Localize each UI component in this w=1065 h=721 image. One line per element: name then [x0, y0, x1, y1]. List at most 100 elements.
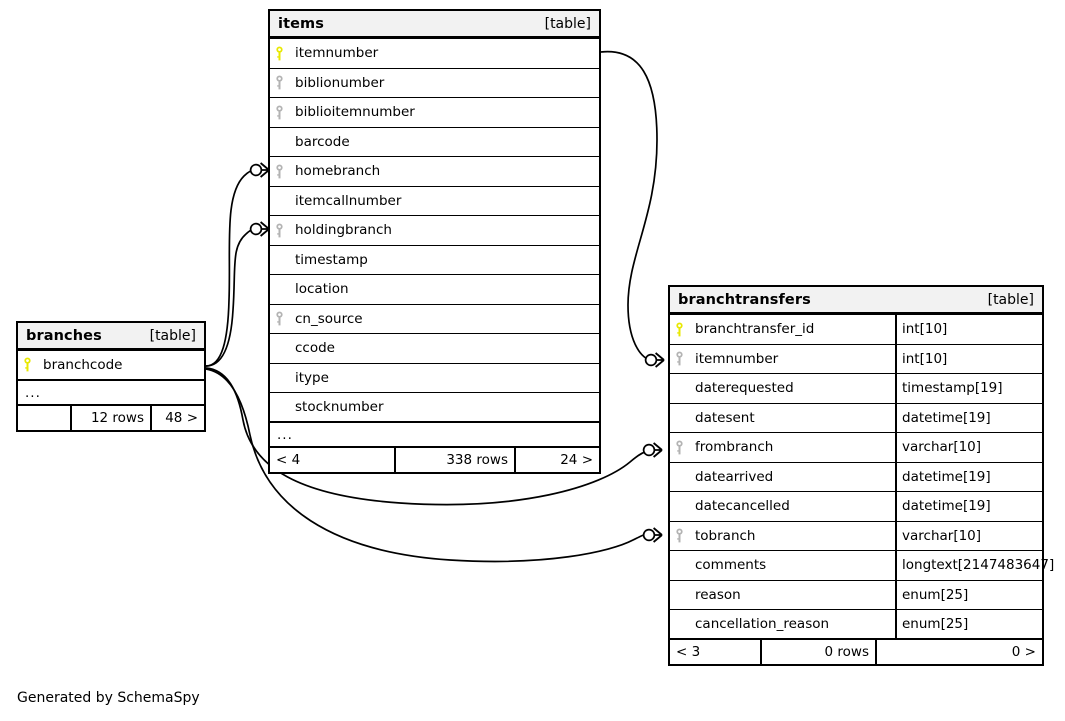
table-row[interactable]: biblioitemnumber — [270, 98, 599, 128]
column-type: varchar[10] — [895, 433, 1042, 462]
column-cell: itemnumber — [295, 45, 379, 62]
table-branchtransfers-footer: < 3 0 rows 0 > — [670, 639, 1042, 664]
column-type: int[10] — [895, 344, 1042, 373]
column-cell: itemnumber — [695, 350, 779, 367]
footer-row-count: 338 rows — [394, 447, 514, 472]
table-row[interactable]: reason enum[25] — [670, 580, 1042, 610]
table-branchtransfers-tag: [table] — [987, 291, 1034, 308]
table-row[interactable]: daterequested timestamp[19] — [670, 374, 1042, 404]
edge-branches-branchcode-to-items-homebranch — [205, 169, 256, 367]
column-cell: cancellation_reason — [695, 615, 830, 632]
key-icon-none — [270, 187, 288, 216]
key-icon-none — [670, 581, 688, 610]
table-row[interactable]: holdingbranch — [270, 216, 599, 246]
table-items-header: items [table] — [270, 11, 599, 39]
column-cell: stocknumber — [295, 398, 384, 415]
table-row[interactable]: tobranch varchar[10] — [670, 521, 1042, 551]
key-icon-none — [670, 404, 688, 433]
table-row[interactable]: datesent datetime[19] — [670, 403, 1042, 433]
table-row[interactable]: itemcallnumber — [270, 187, 599, 216]
table-row[interactable]: frombranch varchar[10] — [670, 433, 1042, 463]
key-icon-none — [670, 551, 688, 580]
column-cell: comments — [695, 557, 767, 574]
table-row[interactable]: stocknumber — [270, 393, 599, 423]
key-icon-foreign — [270, 98, 288, 127]
key-icon-foreign — [670, 522, 688, 551]
table-items-footer: < 4 338 rows 24 > — [270, 447, 599, 472]
table-branches-header: branches [table] — [18, 323, 204, 351]
edge-branches-branchcode-to-items-holdingbranch — [205, 228, 257, 367]
edge-items-itemnumber-to-branchtransfers-itemnumber — [600, 50, 658, 361]
column-type: varchar[10] — [895, 521, 1042, 550]
key-icon-foreign — [270, 216, 288, 245]
column-type: int[10] — [895, 315, 1042, 344]
column-cell: frombranch — [695, 439, 774, 456]
table-items[interactable]: items [table] itemnumber biblionumber bi… — [268, 9, 601, 474]
column-type: datetime[19] — [895, 403, 1042, 432]
table-row[interactable]: ccode — [270, 334, 599, 364]
table-branches-title: branches — [26, 327, 102, 344]
table-branchtransfers[interactable]: branchtransfers [table] branchtransfer_i… — [668, 285, 1054, 666]
key-icon-foreign — [270, 305, 288, 334]
key-icon-primary — [270, 39, 288, 68]
key-icon-none — [270, 275, 288, 304]
table-branches[interactable]: branches [table] branchcode ... 12 rows … — [16, 321, 206, 432]
key-icon-none — [270, 364, 288, 393]
column-cell: biblioitemnumber — [295, 104, 415, 121]
key-icon-none — [670, 610, 688, 638]
column-cell: branchtransfer_id — [695, 321, 815, 338]
footer-prev-link[interactable]: < 3 — [676, 643, 701, 660]
table-row[interactable]: timestamp — [270, 246, 599, 275]
column-cell: tobranch — [695, 527, 756, 544]
column-cell: cn_source — [295, 310, 363, 327]
table-row[interactable]: branchtransfer_id int[10] — [670, 315, 1042, 345]
table-row[interactable]: homebranch — [270, 157, 599, 187]
key-icon-foreign — [270, 157, 288, 186]
table-branchtransfers-title: branchtransfers — [678, 291, 811, 308]
key-icon-foreign — [270, 69, 288, 98]
key-icon-primary — [670, 315, 688, 344]
diagram-caption: Generated by SchemaSpy — [17, 690, 200, 706]
table-row[interactable]: biblionumber — [270, 69, 599, 98]
footer-prev-link[interactable]: < 4 — [276, 451, 301, 468]
key-icon-none — [670, 463, 688, 492]
table-items-title: items — [278, 15, 324, 32]
column-cell: datearrived — [695, 468, 774, 485]
footer-row-count: 12 rows — [70, 405, 150, 430]
table-branchtransfers-header: branchtransfers [table] — [670, 287, 1042, 315]
column-cell: itemcallnumber — [295, 192, 402, 209]
key-icon-none — [270, 393, 288, 421]
footer-next-link[interactable]: 24 > — [514, 447, 599, 472]
more-columns-indicator: ... — [18, 381, 204, 406]
table-row[interactable]: datecancelled datetime[19] — [670, 492, 1042, 522]
table-row[interactable]: comments longtext[2147483647] — [670, 551, 1054, 581]
column-cell: branchcode — [43, 356, 123, 373]
table-branches-footer: 12 rows 48 > — [18, 405, 204, 430]
table-row[interactable]: barcode — [270, 128, 599, 157]
key-icon-foreign — [670, 433, 688, 462]
column-cell: datecancelled — [695, 498, 790, 515]
column-cell: reason — [695, 586, 741, 603]
table-row[interactable]: cn_source — [270, 305, 599, 334]
table-row[interactable]: itemnumber int[10] — [670, 344, 1042, 374]
table-row[interactable]: itype — [270, 364, 599, 393]
footer-prev-link[interactable] — [18, 406, 70, 430]
column-cell: biblionumber — [295, 74, 385, 91]
column-cell: timestamp — [295, 251, 368, 268]
column-type: enum[25] — [895, 610, 1042, 638]
table-row[interactable]: cancellation_reason enum[25] — [670, 610, 1042, 640]
column-cell: barcode — [295, 133, 350, 150]
footer-next-link[interactable]: 48 > — [150, 405, 204, 430]
key-icon-none — [270, 128, 288, 157]
footer-next-link[interactable]: 0 > — [875, 639, 1042, 664]
footer-row-count: 0 rows — [760, 639, 875, 664]
table-row[interactable]: itemnumber — [270, 39, 599, 69]
table-row[interactable]: branchcode — [18, 351, 204, 381]
column-cell: location — [295, 281, 349, 298]
table-branches-tag: [table] — [149, 327, 196, 344]
column-type: enum[25] — [895, 580, 1042, 609]
key-icon-none — [270, 334, 288, 363]
table-row[interactable]: location — [270, 275, 599, 305]
table-row[interactable]: datearrived datetime[19] — [670, 462, 1042, 492]
